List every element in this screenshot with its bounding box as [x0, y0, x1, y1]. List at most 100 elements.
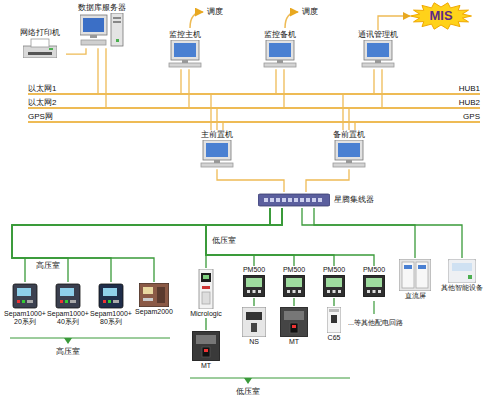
device-icon — [139, 283, 169, 307]
icon-part — [204, 349, 208, 352]
icon-part — [31, 39, 49, 47]
device-label: Sepam1000+ 20系列 — [4, 310, 46, 326]
device-label: PM500 — [243, 266, 265, 274]
icon-part — [306, 198, 310, 202]
ethernet-line — [283, 69, 284, 108]
icon-part — [416, 262, 428, 288]
icon-part — [103, 300, 106, 303]
icon-part — [468, 275, 472, 279]
device-icon — [192, 331, 220, 361]
icon-part — [363, 275, 385, 297]
fieldbus-line — [253, 298, 254, 306]
room-label: 高压室 — [56, 347, 80, 357]
icon-part — [246, 278, 262, 287]
icon-part — [364, 40, 392, 60]
device-node: PM500 — [276, 266, 312, 298]
icon-part — [17, 288, 31, 296]
device-node: PM500 — [356, 266, 392, 298]
fieldbus-line — [206, 208, 282, 266]
room-label: ...等其他配电回路 — [348, 318, 403, 328]
icon-part — [286, 278, 302, 287]
icon-part — [346, 160, 352, 163]
icon-part — [90, 35, 97, 38]
icon-part — [378, 290, 381, 293]
icon-part — [264, 198, 268, 202]
icon-part — [22, 300, 25, 303]
device-node: 通讯管理机 — [350, 30, 406, 69]
icon-part — [253, 290, 256, 293]
device-icon — [262, 40, 298, 68]
icon-part — [264, 63, 296, 67]
icon-part — [294, 198, 298, 202]
device-icon — [258, 192, 330, 208]
icon-part — [366, 278, 382, 287]
device-node: Sepam1000+ 20系列 — [4, 282, 46, 326]
leader-line — [373, 301, 374, 314]
icon-part — [269, 43, 291, 57]
device-icon — [243, 275, 265, 297]
bus-label: 以太网2 — [28, 98, 56, 107]
device-label: PM500 — [363, 266, 385, 274]
icon-part — [83, 18, 104, 32]
icon-part — [143, 298, 153, 301]
ethernet-line — [381, 69, 382, 108]
icon-part — [108, 300, 111, 303]
device-icon — [327, 307, 341, 333]
device-label: PM500 — [323, 266, 345, 274]
device-label: Micrologic — [190, 310, 222, 318]
icon-part — [362, 63, 394, 67]
network-bus: 以太网2 HUB2 — [28, 96, 480, 109]
device-icon — [198, 269, 214, 309]
icon-part — [327, 290, 330, 293]
icon-part — [113, 17, 121, 19]
icon-part — [214, 160, 220, 163]
icon-part — [113, 300, 119, 303]
ethernet-line — [210, 94, 211, 130]
icon-part — [367, 43, 389, 57]
device-label: MT — [289, 338, 299, 346]
icon-part — [298, 290, 301, 293]
room-label: 高压室 — [36, 261, 60, 271]
icon-part — [247, 290, 250, 293]
device-node: 监控备机 — [253, 30, 307, 69]
device-icon — [12, 283, 38, 309]
icon-part — [27, 300, 33, 303]
icon-part — [80, 15, 107, 35]
device-icon — [80, 13, 124, 47]
device-node: 数据库服务器 — [76, 3, 128, 48]
icon-part — [174, 43, 196, 57]
starburst-outline — [411, 3, 472, 29]
icon-part — [367, 290, 370, 293]
icon-part — [327, 307, 341, 333]
mis-burst: MIS — [410, 2, 472, 30]
device-label: 直流屏 — [405, 292, 426, 300]
device-label: 主前置机 — [201, 130, 233, 139]
room-label: 调度 — [207, 7, 223, 17]
icon-part — [182, 60, 188, 63]
device-label: PM500 — [283, 266, 305, 274]
device-label: C65 — [328, 334, 341, 342]
icon-part — [206, 143, 228, 157]
icon-part — [270, 198, 274, 202]
icon-part — [143, 287, 153, 294]
ethernet-line — [217, 169, 284, 192]
icon-part — [201, 163, 233, 167]
icon-part — [203, 140, 231, 160]
icon-part — [169, 63, 201, 67]
device-icon — [283, 275, 305, 297]
dispatch-arrow — [190, 12, 203, 28]
device-node: Sepam2000 — [133, 282, 175, 316]
fieldbus-line — [206, 208, 294, 266]
fieldbus-line — [302, 208, 415, 258]
icon-part — [242, 307, 266, 337]
icon-part — [246, 312, 262, 320]
bus-label: GPS — [463, 112, 480, 121]
bus-label: HUB2 — [459, 98, 480, 107]
device-icon — [23, 38, 57, 58]
device-label: Sepam2000 — [135, 308, 173, 316]
icon-part — [192, 331, 220, 361]
device-node: MT — [188, 330, 224, 370]
room-label: 低压室 — [236, 387, 260, 397]
icon-part — [49, 48, 53, 50]
